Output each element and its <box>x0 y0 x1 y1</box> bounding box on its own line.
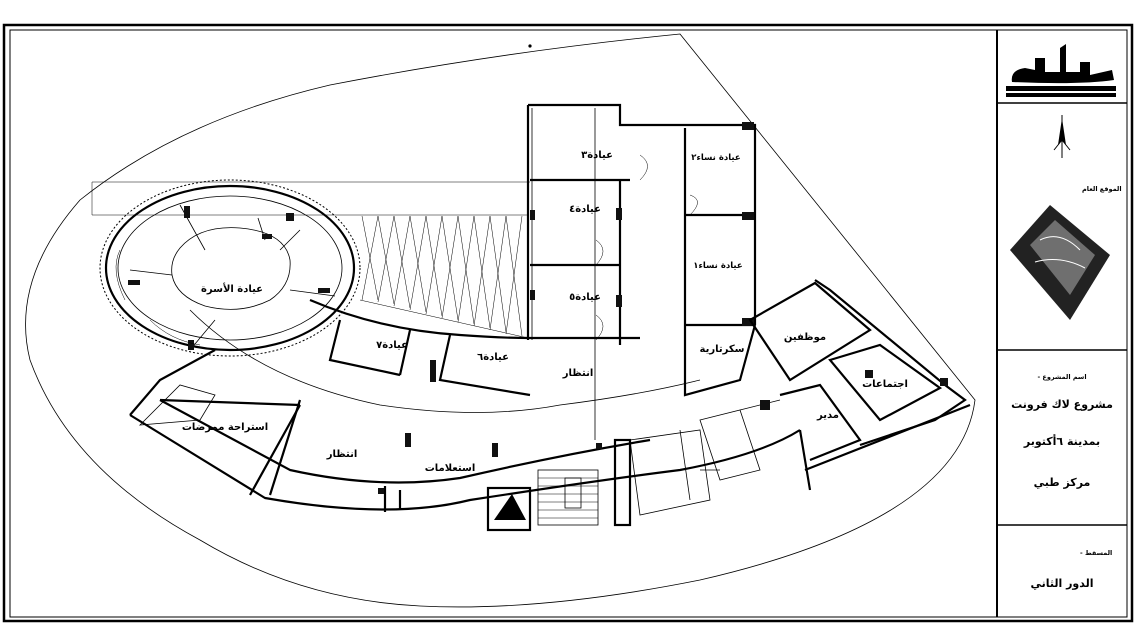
project-name-label: اسم المشروع - <box>1037 373 1086 381</box>
room-waiting-corridor: انتظار <box>562 368 594 379</box>
rect-clinics-block <box>526 103 757 440</box>
corridor-inner-curve <box>189 309 701 413</box>
room-nurses-rest: استراحة ممرضات <box>182 422 268 433</box>
north-arrow-icon <box>1053 115 1071 158</box>
drawing-area: عيادة الأسرة عيادة٣ عيادة٤ عيادة٥ عيادة٦… <box>25 33 976 608</box>
sheet-frame-outer <box>2 23 1134 623</box>
room-clinic3: عيادة٣ <box>581 150 613 161</box>
project-name-line1: مشروع لاك فرونت <box>1011 398 1113 411</box>
key-plan-thumbnail <box>1010 205 1110 320</box>
project-name-line3: مركز طبي <box>1034 476 1091 489</box>
curved-wing-inner <box>159 399 651 484</box>
general-site-label: الموقع العام <box>1082 185 1122 193</box>
room-waiting-main: انتظار <box>326 449 358 460</box>
room-women-clinic1: عيادة نساء١ <box>693 261 742 271</box>
room-staff: موظفين <box>784 332 826 343</box>
room-clinic6: عيادة٦ <box>477 352 509 363</box>
room-women-clinic2: عيادة نساء٢ <box>691 153 740 163</box>
curved-wing-outer <box>129 414 801 511</box>
project-name-line2: بمدينة ٦أكتوبر <box>1023 434 1100 448</box>
corridor-outer-curve <box>309 298 531 340</box>
room-clinic4: عيادة٤ <box>569 204 601 215</box>
room-reception: استعلامات <box>425 463 476 474</box>
site-boundary <box>25 33 976 608</box>
roof-hatch <box>359 214 529 339</box>
title-block: الموقع العام اسم المشروع - مشروع لاك فرو… <box>996 30 1127 617</box>
room-manager: مدير <box>816 410 839 421</box>
parking-band <box>91 181 530 216</box>
room-clinic7: عيادة٧ <box>376 340 408 351</box>
admin-wing <box>683 279 971 491</box>
room-clinic5: عيادة٥ <box>569 292 601 303</box>
office-logo-mark <box>1006 44 1116 97</box>
room-secretary: سكرتارية <box>700 344 745 355</box>
room-meetings: اجتماعات <box>862 379 908 390</box>
sheet-frame-inner <box>9 29 1128 618</box>
stair-core <box>486 429 720 532</box>
circular-block <box>99 179 361 357</box>
sheet-label: المسقط - <box>1080 549 1112 557</box>
room-family-clinic: عيادة الأسرة <box>201 282 263 295</box>
sheet-title: الدور الثاني <box>1030 577 1093 590</box>
